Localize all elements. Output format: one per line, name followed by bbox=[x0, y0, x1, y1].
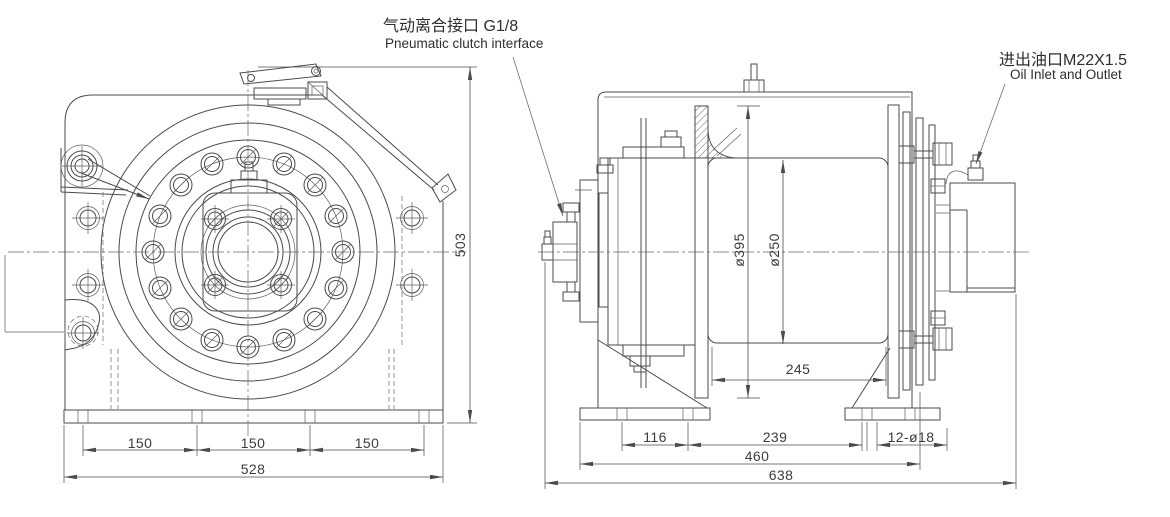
front-view bbox=[4, 63, 477, 483]
dim-150-right: 150 bbox=[354, 435, 380, 451]
pneumatic-interface-label-cn: 气动离合接口 G1/8 bbox=[383, 18, 519, 35]
oil-housing bbox=[936, 154, 1016, 293]
dim-245: 245 bbox=[785, 361, 811, 377]
pneumatic-interface-label-en: Pneumatic clutch interface bbox=[385, 36, 544, 51]
dim-528: 528 bbox=[240, 461, 266, 477]
dim-638: 638 bbox=[768, 467, 794, 483]
oil-port-label-cn: 进出油口M22X1.5 bbox=[999, 52, 1128, 69]
air-rotary-joint bbox=[541, 189, 592, 302]
dim-150-left: 150 bbox=[127, 435, 153, 451]
dim-503: 503 bbox=[452, 232, 468, 258]
dim-116: 116 bbox=[643, 429, 667, 445]
flange-bolts bbox=[898, 142, 953, 351]
oil-port-label-en: Oil Inlet and Outlet bbox=[1010, 67, 1122, 82]
front-view-dimensions bbox=[63, 66, 477, 483]
dim-drum-diameter: ø250 bbox=[766, 233, 782, 267]
clutch-lever bbox=[239, 63, 328, 106]
dim-460: 460 bbox=[744, 448, 770, 464]
brake-roller bbox=[60, 144, 151, 200]
dim-flange-diameter: ø395 bbox=[731, 233, 747, 267]
dim-mount-holes: 12-ø18 bbox=[887, 429, 935, 445]
dim-239: 239 bbox=[762, 429, 788, 445]
side-view-dimensions bbox=[544, 105, 1017, 489]
side-view bbox=[538, 63, 1032, 489]
pneumatic-leader-line bbox=[512, 56, 564, 217]
oil-leader-line bbox=[975, 83, 1006, 165]
dim-150-center: 150 bbox=[240, 435, 266, 451]
